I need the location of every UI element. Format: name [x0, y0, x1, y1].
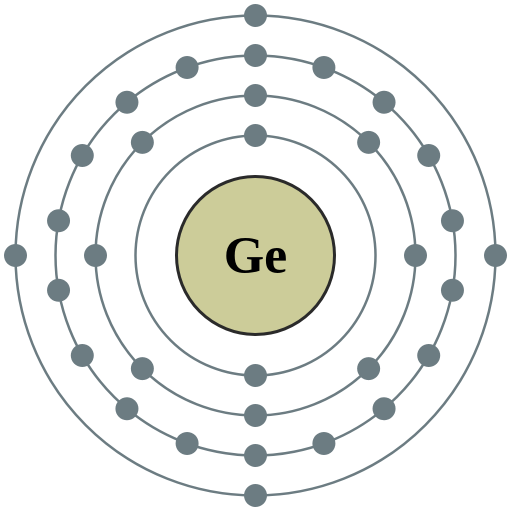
electron — [440, 209, 464, 233]
electron — [244, 444, 267, 467]
electron — [130, 130, 154, 154]
electron — [312, 431, 336, 455]
electron — [357, 357, 381, 381]
electron — [372, 397, 396, 421]
electron — [484, 244, 507, 267]
electrons — [4, 4, 507, 507]
electron — [244, 404, 267, 427]
electron — [404, 244, 427, 267]
electron — [115, 397, 139, 421]
electron — [70, 144, 94, 167]
electron — [244, 124, 267, 147]
electron — [47, 209, 71, 233]
electron — [70, 344, 94, 367]
electron — [372, 90, 396, 114]
electron — [417, 144, 441, 167]
electron — [244, 4, 267, 27]
electron — [115, 90, 139, 114]
nucleus — [175, 175, 336, 336]
electron — [84, 244, 107, 267]
element-symbol: Ge — [224, 228, 288, 285]
electron — [244, 364, 267, 387]
electron — [244, 84, 267, 107]
electron — [417, 344, 441, 367]
electron — [175, 431, 199, 455]
electron — [244, 484, 267, 507]
electron — [47, 278, 71, 302]
electron — [357, 130, 381, 154]
electron — [440, 278, 464, 302]
electron — [175, 56, 199, 80]
electron — [312, 56, 336, 80]
electron — [4, 244, 27, 267]
electron — [130, 357, 154, 381]
electron — [244, 44, 267, 67]
